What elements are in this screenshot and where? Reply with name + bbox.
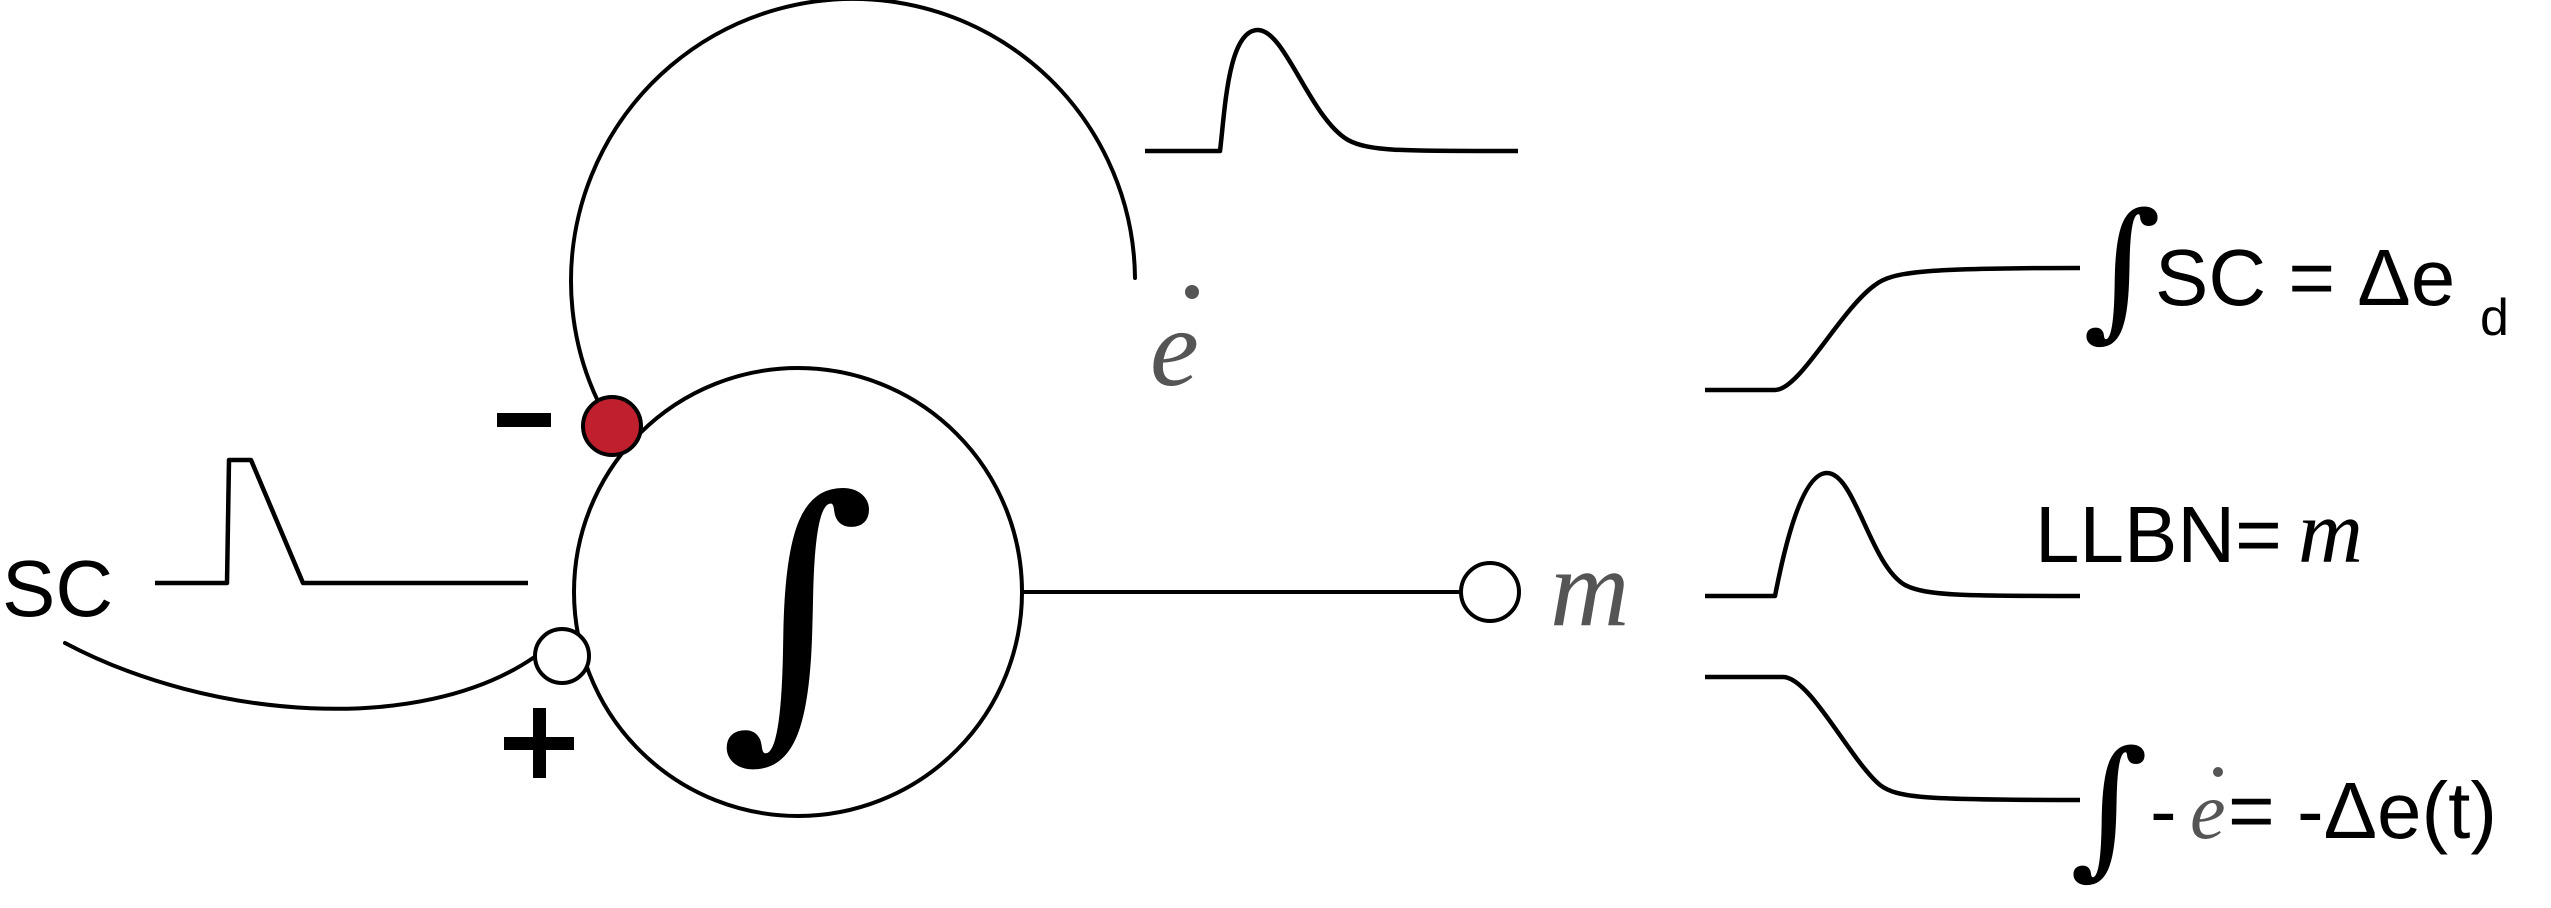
integral-edot-minus: - xyxy=(2150,766,2177,855)
output-node xyxy=(1459,561,1521,623)
llbn-equation: LLBN= m xyxy=(2035,483,2363,582)
integral-edot-rest: = -Δe(t) xyxy=(2228,766,2497,855)
integral-edot-e: e xyxy=(2190,768,2226,856)
integral-edot-waveform xyxy=(1705,674,2081,803)
edot-waveform xyxy=(1145,27,1519,154)
integral-sc-text: SC = Δe xyxy=(2155,233,2455,322)
inhibitory-node xyxy=(581,395,643,457)
excitatory-input-wire xyxy=(63,641,535,711)
minus-sign xyxy=(497,413,551,427)
integral-sc-subscript: d xyxy=(2480,289,2509,347)
integral-sc-waveform xyxy=(1705,265,2081,393)
excitatory-node xyxy=(533,627,591,685)
integral-sc-symbol: ∫ xyxy=(2083,182,2161,356)
sc-input-label: SC xyxy=(2,544,113,633)
m-output-label: m xyxy=(1550,527,1629,649)
feedback-arc xyxy=(569,0,1137,426)
integral-edot-symbol: ∫ xyxy=(2070,720,2148,894)
edot-label: e xyxy=(1150,285,1199,409)
sc-pulse-waveform xyxy=(155,457,528,586)
llbn-m: m xyxy=(2298,483,2363,582)
integral-edot-equation: ∫ - e = -Δe(t) xyxy=(2070,720,2497,894)
edot-dot xyxy=(1185,285,1199,299)
integrator-symbol: ∫ xyxy=(720,437,876,786)
integral-sc-equation: ∫ SC = Δe d xyxy=(2083,182,2509,356)
plus-sign xyxy=(504,708,574,778)
svg-text:e: e xyxy=(1150,287,1199,409)
llbn-text: LLBN= xyxy=(2035,490,2282,579)
integral-edot-dot xyxy=(2213,767,2223,777)
llbn-waveform xyxy=(1705,470,2081,599)
